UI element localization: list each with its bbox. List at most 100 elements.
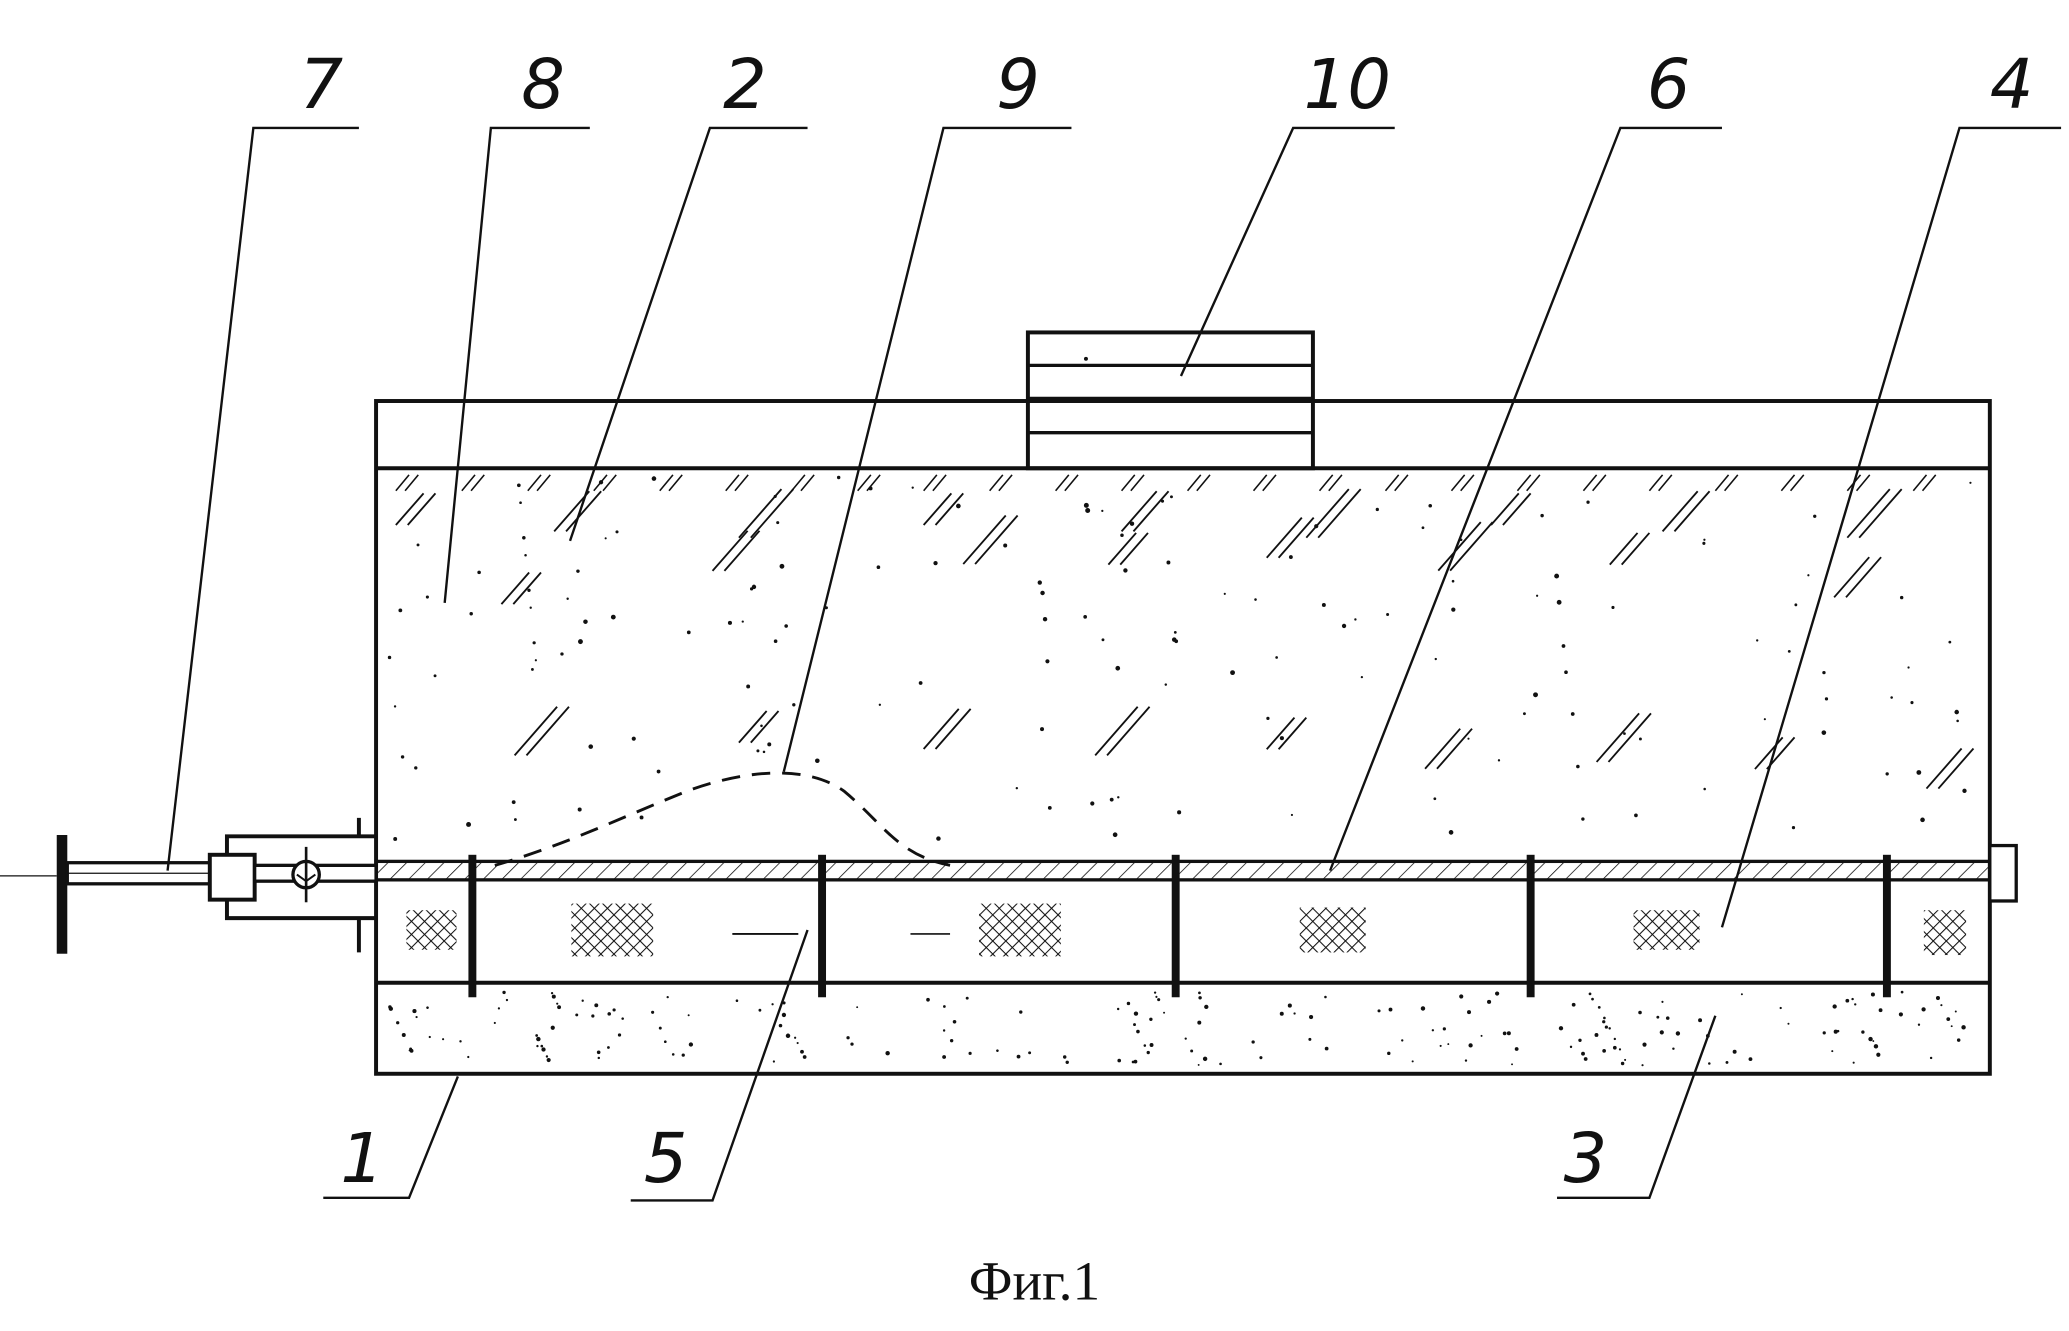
filling-dot <box>531 668 534 671</box>
cross-hatch-patch <box>1300 908 1366 953</box>
base-dot <box>1136 1030 1140 1034</box>
partition-bar <box>818 855 826 997</box>
base-dot <box>1602 1020 1605 1023</box>
base-dot <box>1589 992 1592 995</box>
filling-dot <box>1639 738 1642 741</box>
base-dot <box>1481 1035 1483 1037</box>
base-dot <box>1063 1055 1066 1058</box>
base-dot <box>1946 1017 1950 1021</box>
filling-dot <box>576 569 579 572</box>
callout-labels: 7 8 2 9 10 6 4 1 5 3 <box>300 45 2034 1199</box>
filling-dot <box>746 685 750 689</box>
callout-1: 1 <box>340 1119 384 1199</box>
filling-dot <box>417 543 420 546</box>
base-dot <box>950 1039 953 1042</box>
callout-10: 10 <box>1304 45 1391 125</box>
base-dot <box>1733 1050 1737 1054</box>
filling-dot <box>1016 787 1018 789</box>
hatch-stroke <box>975 516 1017 565</box>
base-dot <box>1198 992 1201 995</box>
base-dot <box>1638 1011 1642 1015</box>
hatch-stroke <box>1491 493 1519 525</box>
hatch-stroke <box>501 573 529 605</box>
base-dot <box>594 1003 598 1007</box>
base-dot <box>1459 994 1463 998</box>
base-dot <box>1134 1011 1138 1015</box>
base-dot <box>1641 1064 1643 1066</box>
base-dot <box>651 1011 654 1014</box>
filling-dot <box>527 589 530 592</box>
base-dot <box>607 1012 611 1016</box>
filling-dot <box>1177 810 1181 814</box>
base-dot <box>1467 1010 1471 1014</box>
base-dot <box>1117 1008 1119 1010</box>
base-dot <box>1163 1012 1165 1014</box>
filling-dot <box>1048 806 1052 810</box>
filling-dot <box>1576 765 1580 769</box>
filling-dot <box>1586 501 1589 504</box>
base-dot <box>773 1060 775 1062</box>
hatch-stroke <box>1107 707 1149 756</box>
hatch-stroke <box>1859 489 1901 538</box>
filling-dot <box>1435 658 1437 660</box>
base-dot <box>1698 1018 1702 1022</box>
base-dot <box>1185 1038 1187 1040</box>
base-dot <box>1879 1008 1883 1012</box>
filling-dot <box>1554 574 1559 579</box>
base-dot <box>1511 1063 1513 1065</box>
base-dot <box>551 1026 555 1030</box>
filling-dot <box>1170 495 1173 498</box>
base-dot <box>396 1021 399 1024</box>
base-dot <box>618 1033 621 1036</box>
filling-dot <box>1571 712 1575 716</box>
base-dot <box>926 998 930 1002</box>
base-dot <box>1661 1001 1663 1003</box>
base-dot <box>1578 1039 1581 1042</box>
base-dot <box>1440 1045 1442 1047</box>
base-dot <box>546 1055 548 1057</box>
base-dot <box>1749 1057 1753 1061</box>
cross-hatch-patch <box>1634 910 1700 950</box>
partition-bar <box>1172 855 1180 997</box>
base-dot <box>535 1034 538 1037</box>
filling-dot <box>936 836 940 840</box>
base-dot <box>1672 1047 1674 1049</box>
filling-dot <box>956 504 961 509</box>
base-dot <box>1465 1059 1467 1061</box>
base-dot <box>1957 1038 1960 1041</box>
base-dot <box>942 1055 946 1059</box>
filling-dot <box>912 487 914 489</box>
filling-dot <box>1280 736 1284 740</box>
filling-dot <box>652 476 657 481</box>
callout-3: 3 <box>1564 1119 1608 1199</box>
base-dot <box>1572 1003 1576 1007</box>
base-dot <box>1918 1024 1920 1026</box>
base-dot <box>1871 992 1875 996</box>
base-dot <box>1389 1008 1393 1012</box>
base-dot <box>575 1013 578 1016</box>
hatch-stroke <box>1318 489 1360 538</box>
base-dot <box>1598 1006 1601 1009</box>
filling-dot <box>763 751 766 754</box>
base-dot <box>953 1020 957 1024</box>
base-dot <box>1624 1059 1626 1061</box>
base-dot <box>1293 1012 1295 1014</box>
cross-hatch-patch <box>406 910 456 950</box>
base-dot <box>1133 1023 1136 1026</box>
filling-dot <box>1117 796 1119 798</box>
hatch-stroke <box>1108 533 1136 565</box>
filling-dot <box>1954 710 1959 715</box>
filling-dot <box>1043 617 1047 621</box>
base-dot <box>1595 1033 1599 1037</box>
base-dot <box>556 1003 558 1005</box>
hatch-stroke <box>1847 489 1889 538</box>
base-dot <box>467 1056 469 1058</box>
base-dot <box>1309 1015 1313 1019</box>
filling-dot <box>599 480 603 484</box>
base-dot <box>758 1009 761 1012</box>
filling-dot <box>1969 482 1971 484</box>
filling-dot <box>933 561 937 565</box>
base-dot <box>943 1005 946 1008</box>
base-dot <box>800 1050 804 1054</box>
base-dot <box>1203 1057 1207 1061</box>
